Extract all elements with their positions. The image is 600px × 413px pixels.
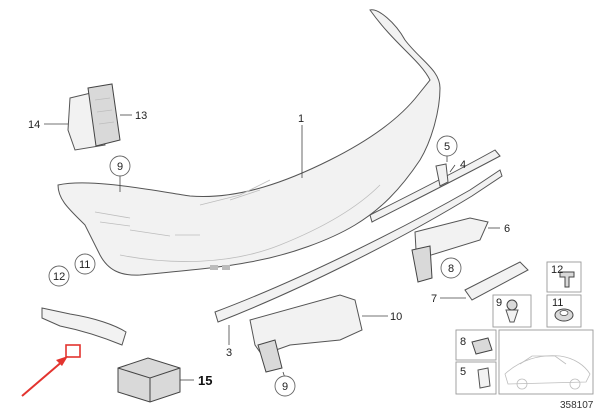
bracket-10 bbox=[249, 294, 363, 373]
bracket-6 bbox=[411, 217, 489, 283]
callout-3: 3 bbox=[226, 347, 232, 359]
callout-11-panel: 11 bbox=[552, 297, 563, 309]
callout-9-top: 9 bbox=[117, 161, 123, 173]
highlight-box bbox=[65, 344, 81, 358]
callout-4: 4 bbox=[460, 159, 466, 171]
callout-11: 11 bbox=[79, 259, 90, 271]
callout-1: 1 bbox=[298, 113, 304, 125]
callout-5: 5 bbox=[444, 141, 450, 153]
callout-circles bbox=[48, 135, 462, 397]
hardware-panel bbox=[455, 261, 594, 395]
callout-12: 12 bbox=[53, 271, 65, 283]
trim-strip-4 bbox=[369, 149, 501, 223]
diagram-number: 358107 bbox=[560, 400, 594, 411]
callout-14: 14 bbox=[28, 119, 40, 131]
trim-strip-3 bbox=[214, 169, 503, 323]
bumper-bracket-13-14 bbox=[67, 83, 121, 151]
highlight-arrow bbox=[21, 356, 68, 397]
part-box-15 bbox=[117, 357, 181, 403]
callout-10: 10 bbox=[390, 311, 402, 323]
callout-9-bottom: 9 bbox=[282, 381, 288, 393]
callout-12-panel: 12 bbox=[551, 264, 563, 276]
trim-7 bbox=[464, 261, 529, 301]
callout-5-panel: 5 bbox=[460, 366, 466, 378]
callout-15: 15 bbox=[198, 373, 212, 388]
callout-7: 7 bbox=[431, 293, 437, 305]
rear-bumper-cover bbox=[57, 9, 441, 276]
callout-8-panel: 8 bbox=[460, 336, 466, 348]
callout-6: 6 bbox=[504, 223, 510, 235]
trim-12 bbox=[41, 307, 127, 346]
clip-5 bbox=[435, 163, 449, 187]
callout-8: 8 bbox=[448, 263, 454, 275]
callout-13: 13 bbox=[135, 110, 147, 122]
callout-9-panel: 9 bbox=[496, 297, 502, 309]
